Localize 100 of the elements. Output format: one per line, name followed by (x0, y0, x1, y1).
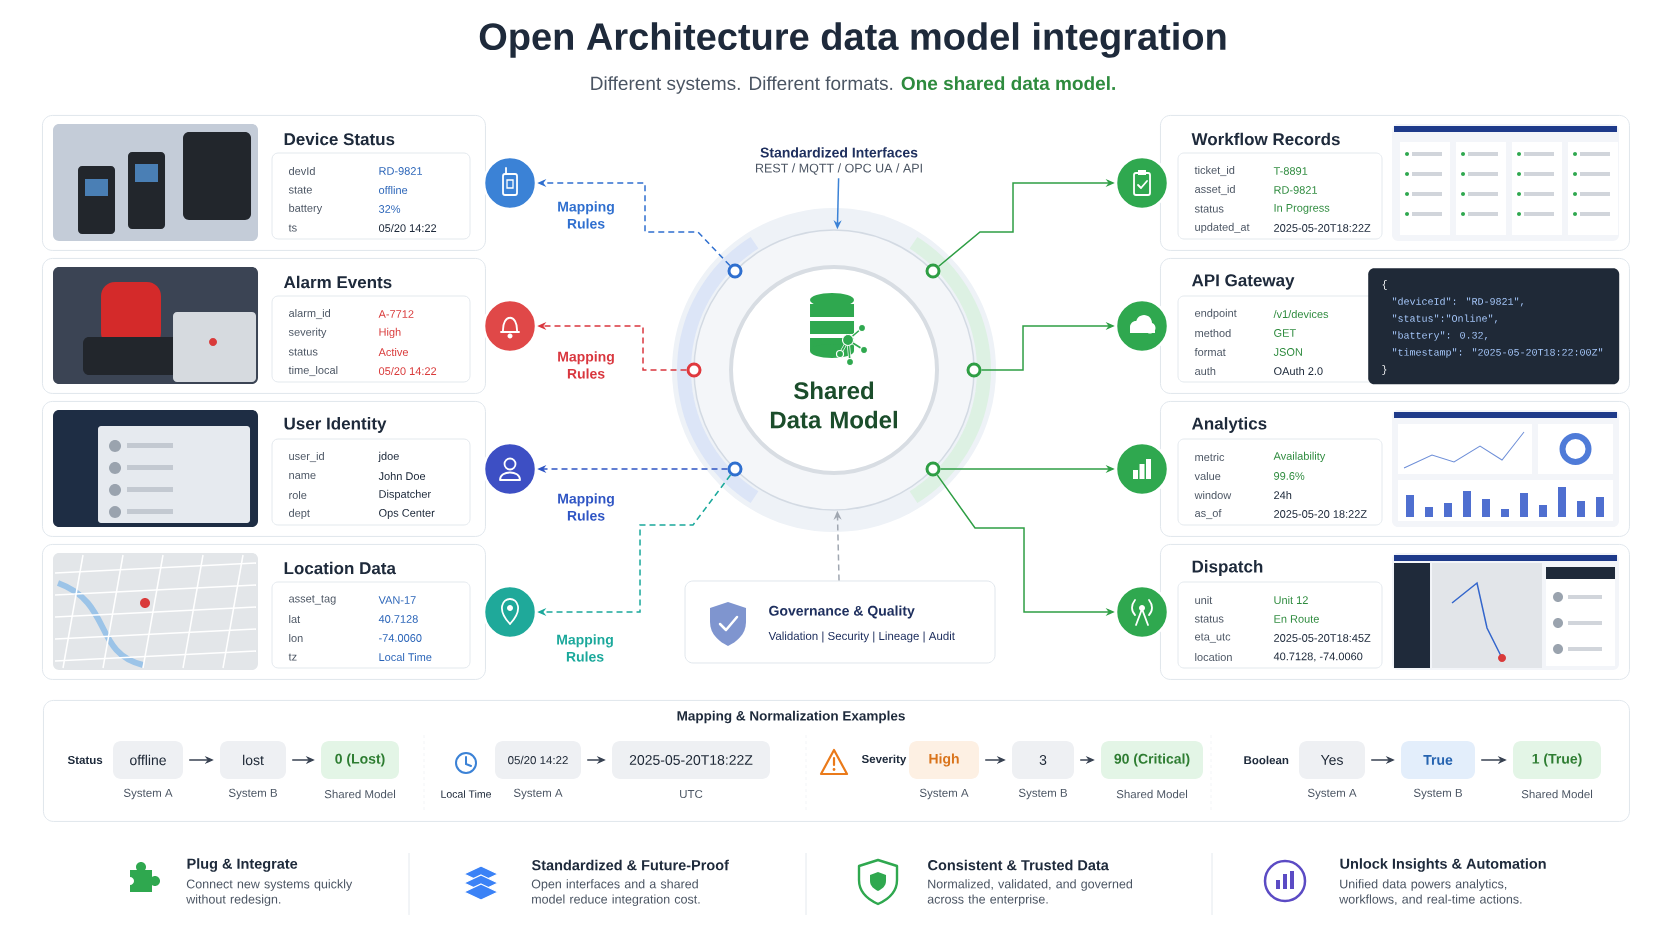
field-value: John Doe (378, 471, 426, 481)
field-value: T-8891 (1273, 167, 1308, 175)
row-label: Local Time (441, 790, 491, 798)
radio-icon (482, 155, 538, 211)
field-value: 40.7128 (378, 615, 418, 623)
field-name: eta_utc (1195, 633, 1231, 643)
field-value: 05/20 14:22 (378, 366, 437, 376)
chip-caption: System A (513, 788, 563, 800)
hub-title: Shared Data Model (770, 381, 897, 429)
value-chip: True (1401, 741, 1475, 779)
field-name: lon (289, 633, 303, 643)
value-chip: 90 (Critical) (1101, 741, 1203, 779)
value-chip: lost (220, 741, 286, 779)
benefit-description: Open interfaces and a shared model reduce integration cost. (531, 879, 700, 907)
field-value: OAuth 2.0 (1274, 366, 1323, 376)
value-chip: 05/20 14:22 (495, 741, 581, 779)
field-name: role (289, 490, 307, 500)
card-title: Analytics (1191, 417, 1267, 433)
field-value: 05/20 14:22 (378, 223, 437, 233)
chip-caption: System B (1413, 788, 1462, 800)
value-chip: 0 (Lost) (321, 741, 399, 779)
data-card (42, 115, 486, 251)
field-name: window (1194, 490, 1232, 500)
field-value: 32% (378, 205, 401, 213)
value-chip: offline (113, 741, 183, 779)
field-value: High (379, 327, 401, 339)
field-value: 2025-05-20T18:22Z (1274, 224, 1371, 232)
card-title: Alarm Events (283, 275, 392, 289)
field-name: unit (1195, 595, 1213, 605)
chip-caption: Shared Model (1521, 789, 1592, 799)
value-chip: Yes (1299, 741, 1365, 779)
field-name: method (1195, 328, 1231, 338)
field-value: RD-9821 (1274, 186, 1317, 194)
field-name: auth (1195, 366, 1216, 376)
field-name: dept (289, 508, 310, 520)
chip-caption: System A (123, 788, 173, 800)
benefit-description: Normalized, validated, and governed across the enterprise. (927, 879, 1133, 907)
value-chip: 3 (1012, 741, 1074, 779)
card-title: Workflow Records (1191, 132, 1340, 146)
panel-title: Mapping & Normalization Examples (677, 710, 905, 724)
governance-box (684, 580, 996, 664)
value-chip: High (909, 741, 979, 779)
field-name: endpoint (1195, 308, 1237, 320)
data-card (42, 258, 486, 394)
bell-icon (482, 298, 538, 354)
benefit-description: Unified data powers analytics, workflows, and real-time actions. (1339, 879, 1522, 906)
field-value: In Progress (1274, 204, 1330, 214)
edge-label: Mapping Rules (547, 491, 625, 523)
field-value: GET (1274, 329, 1296, 337)
card-title: Device Status (284, 132, 395, 146)
field-value: A-7712 (378, 310, 414, 318)
field-name: updated_at (1195, 222, 1250, 234)
field-value: Availability (1273, 451, 1326, 463)
field-name: asset_tag (289, 595, 336, 605)
location-pin-icon (482, 584, 538, 640)
field-value: Active (378, 347, 408, 357)
field-name: name (289, 473, 316, 479)
edge-label: Mapping Rules (547, 199, 625, 231)
field-value: 24h (1274, 491, 1292, 499)
data-card (1160, 115, 1630, 251)
cloud-icon (1114, 298, 1170, 354)
field-value: RD-9821 (379, 167, 422, 175)
field-value: -74.0060 (379, 634, 422, 642)
benefit-title: Plug & Integrate (187, 858, 298, 872)
field-value: offline (379, 185, 408, 195)
clipboard-icon (1114, 155, 1170, 211)
field-name: tz (288, 653, 297, 661)
field-name: devId (289, 166, 315, 176)
field-name: location (1195, 652, 1232, 662)
field-name: ts (288, 224, 297, 232)
value-chip: 2025-05-20T18:22Z (612, 741, 770, 779)
card-title: Location Data (284, 561, 397, 575)
card-title: User Identity (284, 417, 387, 433)
field-name: asset_id (1195, 184, 1235, 196)
benefit-description: Connect new systems quickly without redesign. (186, 879, 353, 907)
field-value: JSON (1273, 348, 1302, 356)
field-name: metric (1195, 452, 1225, 462)
data-card (1160, 401, 1630, 537)
chip-caption: Shared Model (1116, 789, 1187, 799)
field-value: 40.7128, -74.0060 (1273, 652, 1363, 662)
field-name: alarm_id (289, 308, 330, 320)
field-name: value (1194, 471, 1221, 481)
field-value: Local Time (379, 652, 432, 662)
field-name: lat (289, 614, 301, 624)
box-subtitle: Validation | Security | Lineage | Audit (768, 631, 955, 643)
card-title: Dispatch (1192, 560, 1263, 576)
code-block: { "deviceId": "RD-9821", "status":"Online", "battery": 0.32, "timestamp": "2025-05-20T18:22:00Z" } (1368, 268, 1620, 385)
field-name: ticket_id (1194, 165, 1235, 177)
field-value: En Route (1274, 615, 1319, 623)
chip-caption: UTC (680, 789, 703, 799)
field-name: severity (288, 327, 327, 339)
chip-caption: System B (1018, 788, 1067, 800)
field-name: status (1194, 205, 1224, 213)
antenna-icon (1114, 584, 1170, 640)
chip-caption: System B (228, 788, 277, 800)
hub-circle (672, 208, 996, 532)
field-value: VAN-17 (378, 596, 416, 604)
bar-chart-icon (1114, 441, 1170, 497)
field-name: status (288, 348, 318, 356)
person-icon (482, 441, 538, 497)
